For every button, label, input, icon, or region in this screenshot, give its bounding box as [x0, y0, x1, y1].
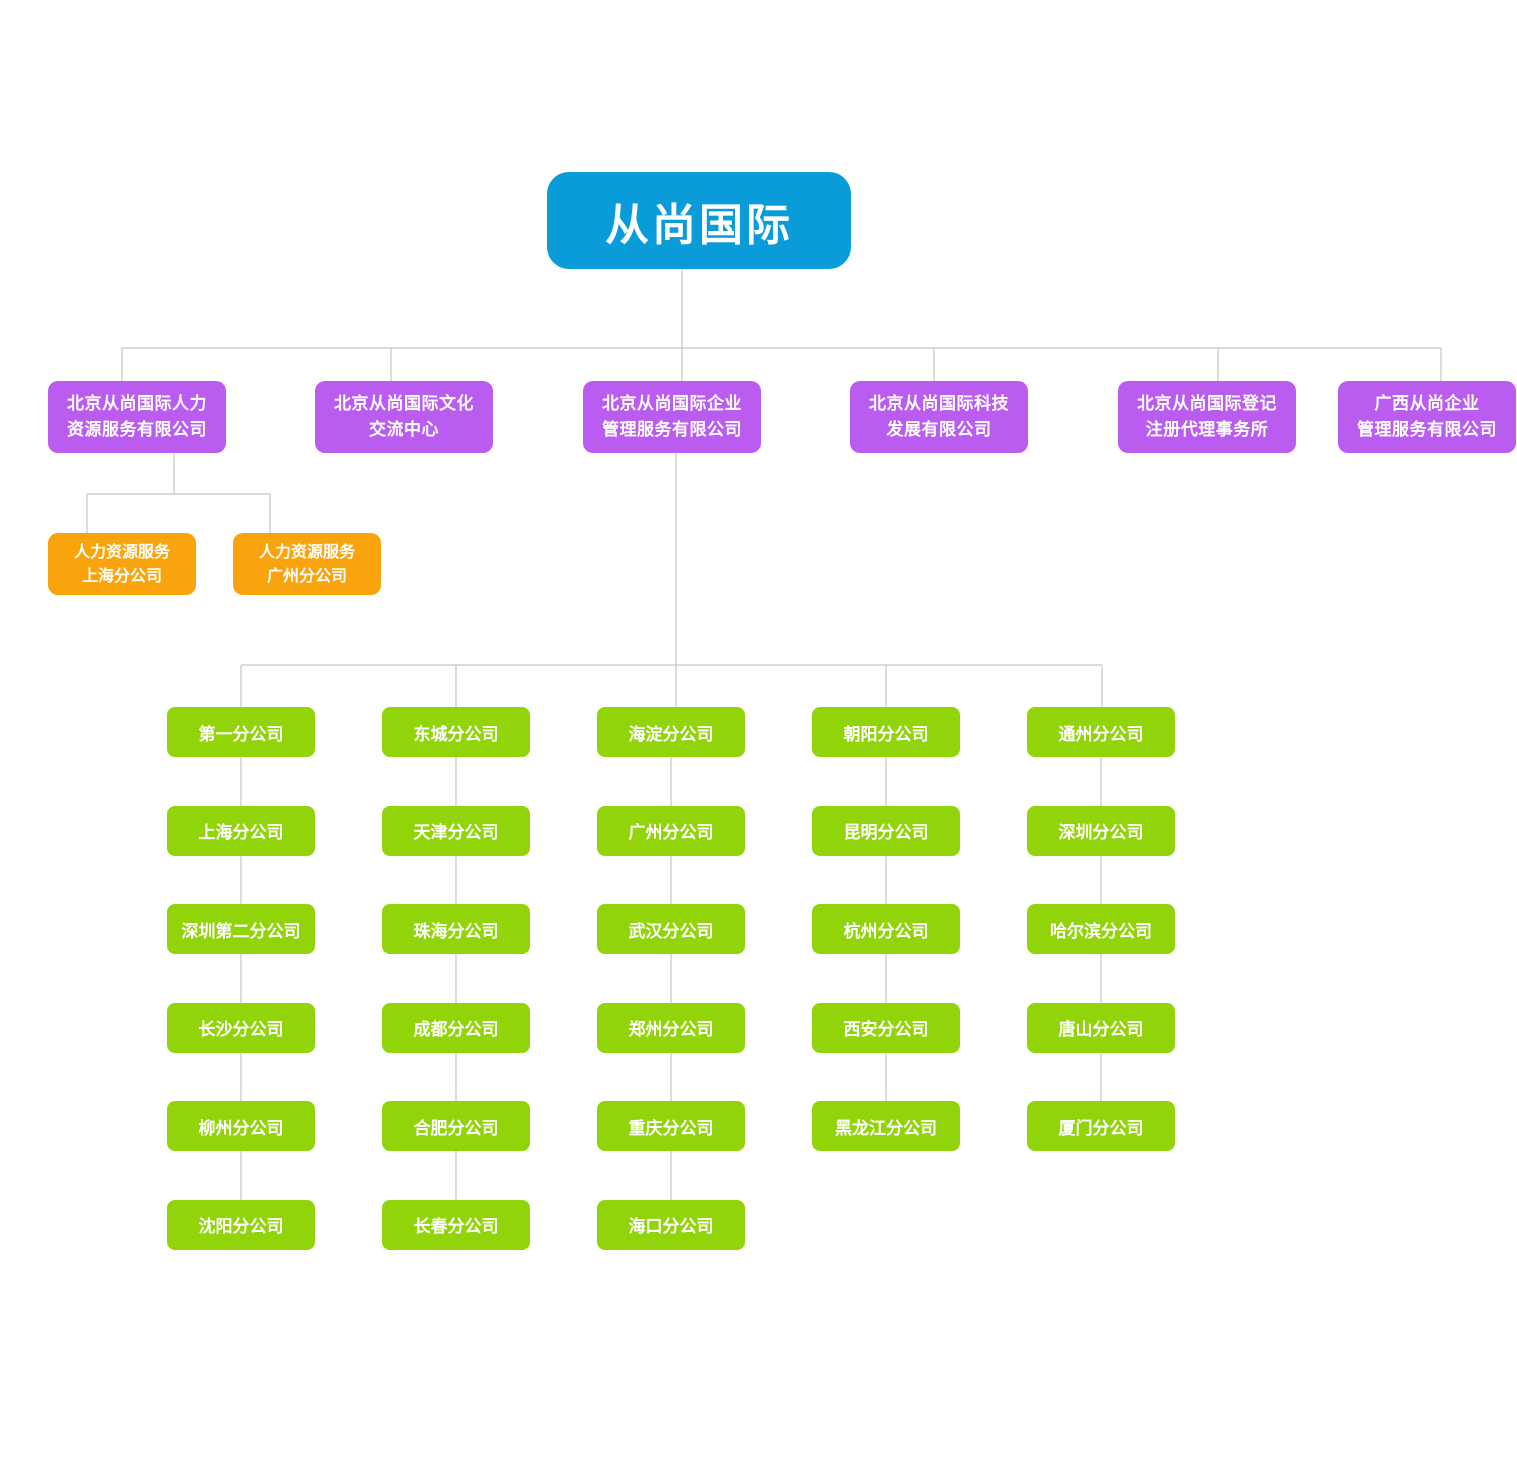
- company-node-label: 广西从尚企业 管理服务有限公司: [1357, 394, 1497, 440]
- branch-node-label: 通州分公司: [1058, 724, 1144, 745]
- branch-node-label: 杭州分公司: [843, 921, 929, 942]
- branch-node: 深圳第二分公司: [167, 904, 315, 954]
- branch-column-3: 海淀分公司 广州分公司 武汉分公司 郑州分公司 重庆分公司 海口分公司: [597, 707, 745, 1250]
- branch-node-label: 哈尔滨分公司: [1050, 921, 1152, 942]
- company-node-label: 北京从尚国际人力 资源服务有限公司: [67, 394, 207, 440]
- branch-node: 昆明分公司: [812, 805, 960, 856]
- branch-node: 通州分公司: [1027, 707, 1175, 757]
- branch-node: 哈尔滨分公司: [1027, 904, 1175, 954]
- branch-node-label: 厦门分公司: [1058, 1118, 1144, 1139]
- branch-node-label: 天津分公司: [413, 823, 499, 843]
- branch-node-label: 珠海分公司: [413, 921, 499, 942]
- hr-branch-node-label: 人力资源服务 上海分公司: [73, 542, 170, 585]
- company-node-tech-development: 北京从尚国际科技 发展有限公司: [850, 381, 1028, 453]
- company-node-culture-center: 北京从尚国际文化 交流中心: [315, 381, 493, 453]
- branch-node-label: 上海分公司: [198, 823, 284, 843]
- branch-node: 西安分公司: [812, 1002, 960, 1053]
- branch-node: 东城分公司: [382, 707, 530, 757]
- branch-node: 长沙分公司: [167, 1002, 315, 1053]
- branch-node-label: 沈阳分公司: [198, 1217, 284, 1237]
- root-node-label: 从尚国际: [605, 199, 793, 251]
- branch-node: 杭州分公司: [812, 904, 960, 954]
- branch-node: 广州分公司: [597, 805, 745, 856]
- company-node-label: 北京从尚国际登记 注册代理事务所: [1137, 394, 1277, 440]
- branch-node: 长春分公司: [382, 1199, 530, 1250]
- branch-node-label: 广州分公司: [628, 823, 714, 843]
- branch-node-label: 黑龙江分公司: [835, 1118, 937, 1139]
- branch-node: 海淀分公司: [597, 707, 745, 757]
- branch-column-1: 第一分公司 上海分公司 深圳第二分公司 长沙分公司 柳州分公司 沈阳分公司: [167, 707, 315, 1250]
- branch-node: 合肥分公司: [382, 1101, 530, 1151]
- branch-column-4: 朝阳分公司 昆明分公司 杭州分公司 西安分公司 黑龙江分公司: [812, 707, 960, 1151]
- branch-node-label: 西安分公司: [843, 1020, 929, 1040]
- branch-node: 上海分公司: [167, 805, 315, 856]
- branch-node: 重庆分公司: [597, 1101, 745, 1151]
- branch-node: 深圳分公司: [1027, 805, 1175, 856]
- hr-branch-node-guangzhou: 人力资源服务 广州分公司: [233, 533, 381, 595]
- company-node-label: 北京从尚国际科技 发展有限公司: [869, 394, 1009, 440]
- hr-branch-node-label: 人力资源服务 广州分公司: [258, 542, 355, 585]
- branch-column-2: 东城分公司 天津分公司 珠海分公司 成都分公司 合肥分公司 长春分公司: [382, 707, 530, 1250]
- company-node-enterprise-mgmt: 北京从尚国际企业 管理服务有限公司: [583, 381, 761, 453]
- company-node-registration-agency: 北京从尚国际登记 注册代理事务所: [1118, 381, 1296, 453]
- branch-node-label: 朝阳分公司: [843, 724, 929, 745]
- branch-node-label: 东城分公司: [413, 724, 499, 745]
- branch-node: 海口分公司: [597, 1199, 745, 1250]
- branch-node-label: 长春分公司: [413, 1217, 499, 1237]
- company-node-guangxi-mgmt: 广西从尚企业 管理服务有限公司: [1338, 381, 1516, 453]
- branch-node-label: 重庆分公司: [628, 1118, 714, 1139]
- company-node-hr-services: 北京从尚国际人力 资源服务有限公司: [48, 381, 226, 453]
- branch-node: 柳州分公司: [167, 1101, 315, 1151]
- branch-node-label: 长沙分公司: [198, 1020, 284, 1040]
- branch-node-label: 海淀分公司: [628, 724, 714, 745]
- branch-node: 成都分公司: [382, 1002, 530, 1053]
- branch-node: 郑州分公司: [597, 1002, 745, 1053]
- branch-node: 黑龙江分公司: [812, 1101, 960, 1151]
- branch-column-5: 通州分公司 深圳分公司 哈尔滨分公司 唐山分公司 厦门分公司: [1027, 707, 1175, 1151]
- branch-node-label: 武汉分公司: [628, 921, 714, 942]
- branch-node: 武汉分公司: [597, 904, 745, 954]
- branch-node-label: 昆明分公司: [843, 823, 929, 843]
- branch-node-label: 第一分公司: [198, 724, 284, 745]
- branch-node: 沈阳分公司: [167, 1199, 315, 1250]
- branch-node-label: 柳州分公司: [198, 1118, 284, 1139]
- branch-node-label: 深圳分公司: [1058, 823, 1144, 843]
- company-node-label: 北京从尚国际文化 交流中心: [334, 394, 474, 440]
- company-node-label: 北京从尚国际企业 管理服务有限公司: [602, 394, 742, 440]
- branch-node-label: 海口分公司: [628, 1217, 714, 1237]
- branch-node: 唐山分公司: [1027, 1002, 1175, 1053]
- branch-node: 珠海分公司: [382, 904, 530, 954]
- branch-node: 天津分公司: [382, 805, 530, 856]
- branch-node-label: 唐山分公司: [1058, 1020, 1144, 1040]
- branch-node-label: 合肥分公司: [413, 1118, 499, 1139]
- branch-node: 第一分公司: [167, 707, 315, 757]
- hr-branch-node-shanghai: 人力资源服务 上海分公司: [48, 533, 196, 595]
- root-node: 从尚国际: [547, 172, 851, 269]
- branch-node-label: 深圳第二分公司: [181, 921, 301, 942]
- branch-node-label: 成都分公司: [413, 1020, 499, 1040]
- branch-node: 朝阳分公司: [812, 707, 960, 757]
- branch-node-label: 郑州分公司: [628, 1020, 714, 1040]
- branch-node: 厦门分公司: [1027, 1101, 1175, 1151]
